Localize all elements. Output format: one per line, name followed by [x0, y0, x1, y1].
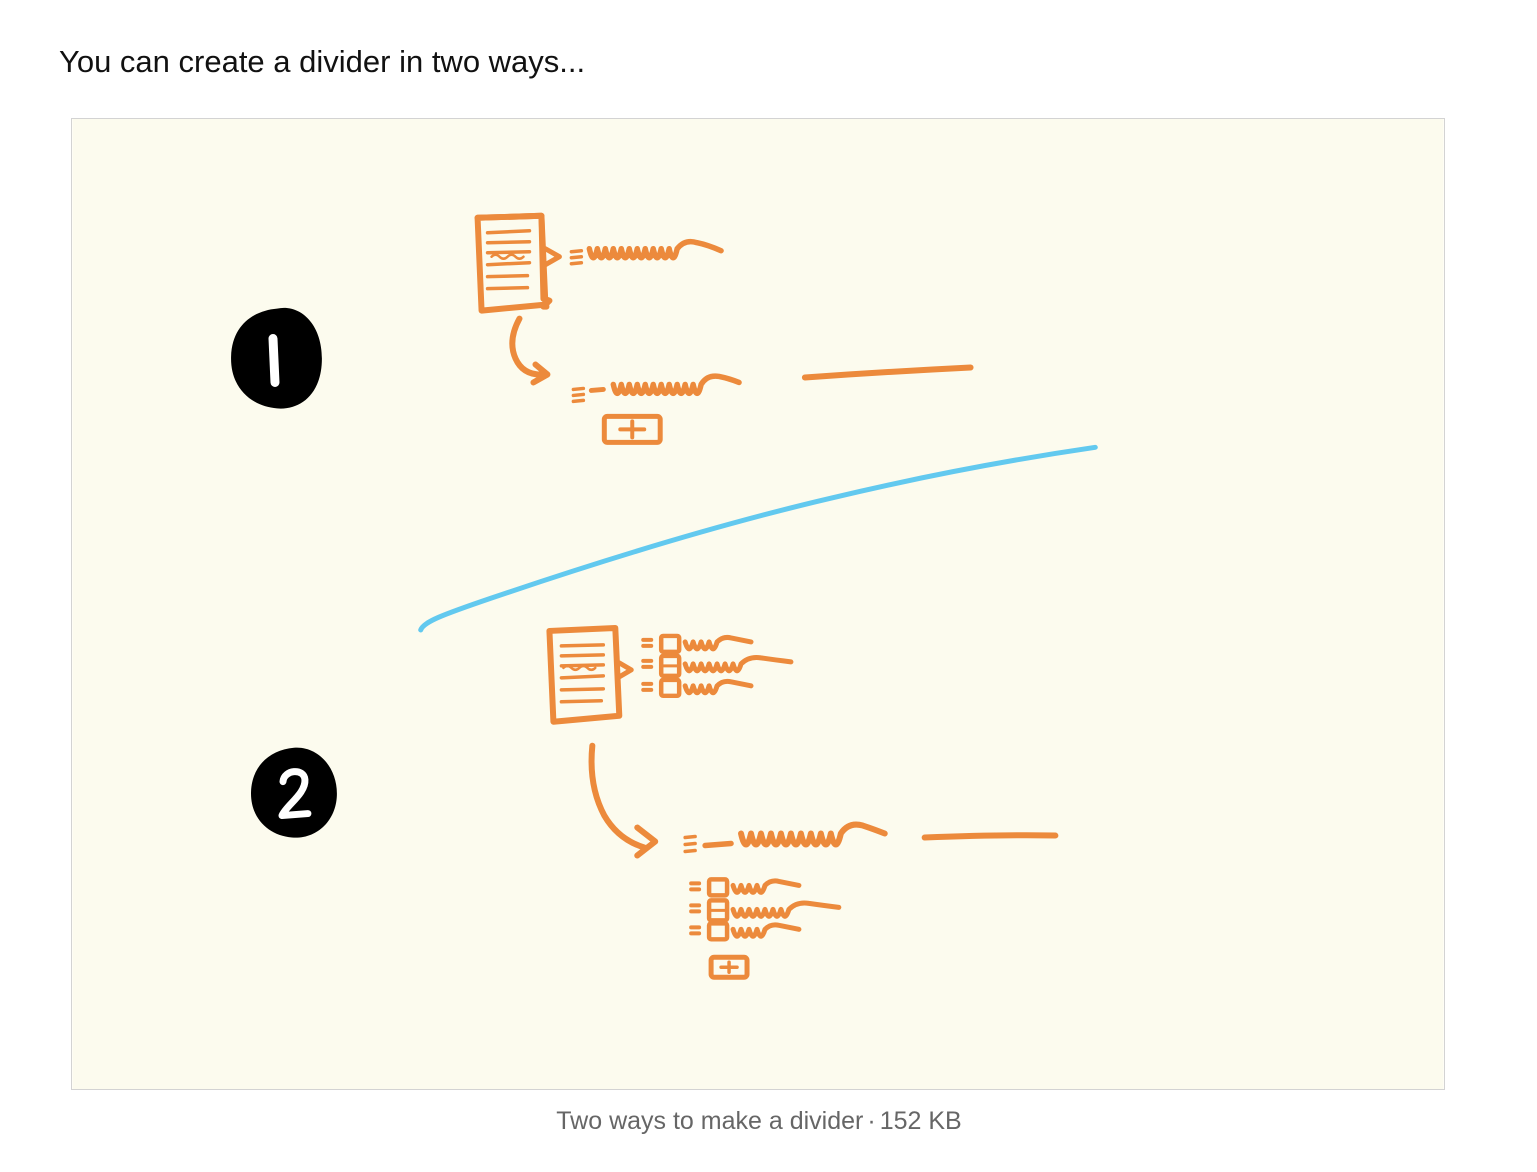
sketch-background [72, 119, 1444, 1089]
attachment-caption: Two ways to make a divider·152 KB [0, 1104, 1518, 1138]
attachment-name: Two ways to make a divider [556, 1107, 864, 1135]
step-marker-2 [251, 747, 337, 838]
intro-text: You can create a divider in two ways... [59, 44, 586, 79]
method-2-sketch [546, 624, 1059, 980]
document-icon [546, 624, 623, 725]
checkbox-list-icon [689, 877, 842, 942]
divider-line-result [801, 364, 974, 381]
attachment-size: 152 KB [879, 1107, 962, 1135]
squiggle-text [586, 238, 724, 261]
step-marker-1 [231, 307, 322, 409]
add-button-icon [708, 954, 750, 980]
method-1-sketch [474, 212, 974, 445]
checkbox-list-icon [641, 633, 794, 699]
arrow-icon [588, 742, 648, 851]
add-button-icon [601, 413, 663, 445]
caption-separator: · [867, 1107, 876, 1135]
arrow-icon [509, 315, 549, 378]
divider-stroke [418, 444, 1098, 633]
divider-line-result [921, 832, 1059, 841]
attachment-image[interactable] [71, 118, 1445, 1090]
sketch-illustration [72, 119, 1444, 1089]
document-icon [474, 212, 553, 314]
